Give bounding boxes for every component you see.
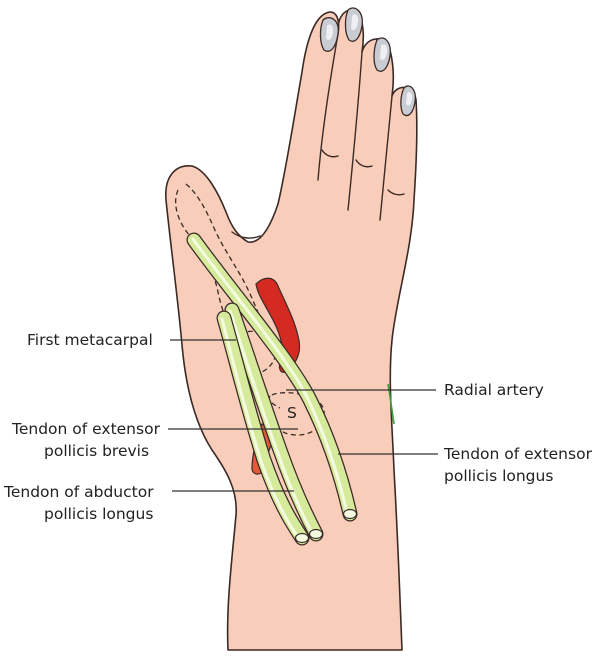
label-apl-line1: Tendon of abductor bbox=[3, 483, 154, 501]
label-first-metacarpal: First metacarpal bbox=[27, 331, 153, 349]
label-epl-line2: pollicis longus bbox=[444, 467, 553, 485]
knuckle-crease-1 bbox=[321, 149, 339, 158]
label-epb-line2: pollicis brevis bbox=[44, 442, 149, 460]
finger-separation-ring-little bbox=[379, 95, 393, 221]
knuckle-crease-2 bbox=[355, 159, 373, 168]
tendon-extensor-pollicis-longus bbox=[186, 232, 358, 522]
label-apl-line2: pollicis longus bbox=[44, 505, 153, 523]
knuckle-crease-3 bbox=[387, 189, 405, 196]
finger-separation-index-middle bbox=[317, 33, 339, 181]
middle-nail-highlight bbox=[351, 14, 359, 30]
index-nail-highlight bbox=[326, 24, 334, 40]
first-metacarpal-outline-inner bbox=[185, 183, 263, 323]
finger-separation-middle-ring bbox=[347, 51, 363, 211]
ulnar-border-mark bbox=[387, 383, 395, 425]
first-metacarpal-outline bbox=[175, 189, 281, 409]
little-nail-highlight bbox=[406, 91, 413, 106]
label-epl-line1: Tendon of extensor bbox=[443, 445, 593, 463]
tendon-extensor-pollicis-brevis bbox=[224, 302, 324, 542]
scaphoid-outline bbox=[266, 392, 325, 436]
scaphoid-marker: S bbox=[287, 404, 297, 422]
label-radial-artery: Radial artery bbox=[444, 381, 544, 399]
thumb-web-crease bbox=[231, 231, 261, 239]
tendon-abductor-pollicis-longus bbox=[216, 310, 310, 546]
ring-nail-highlight bbox=[380, 44, 388, 60]
label-epb-line1: Tendon of extensor bbox=[11, 420, 161, 438]
